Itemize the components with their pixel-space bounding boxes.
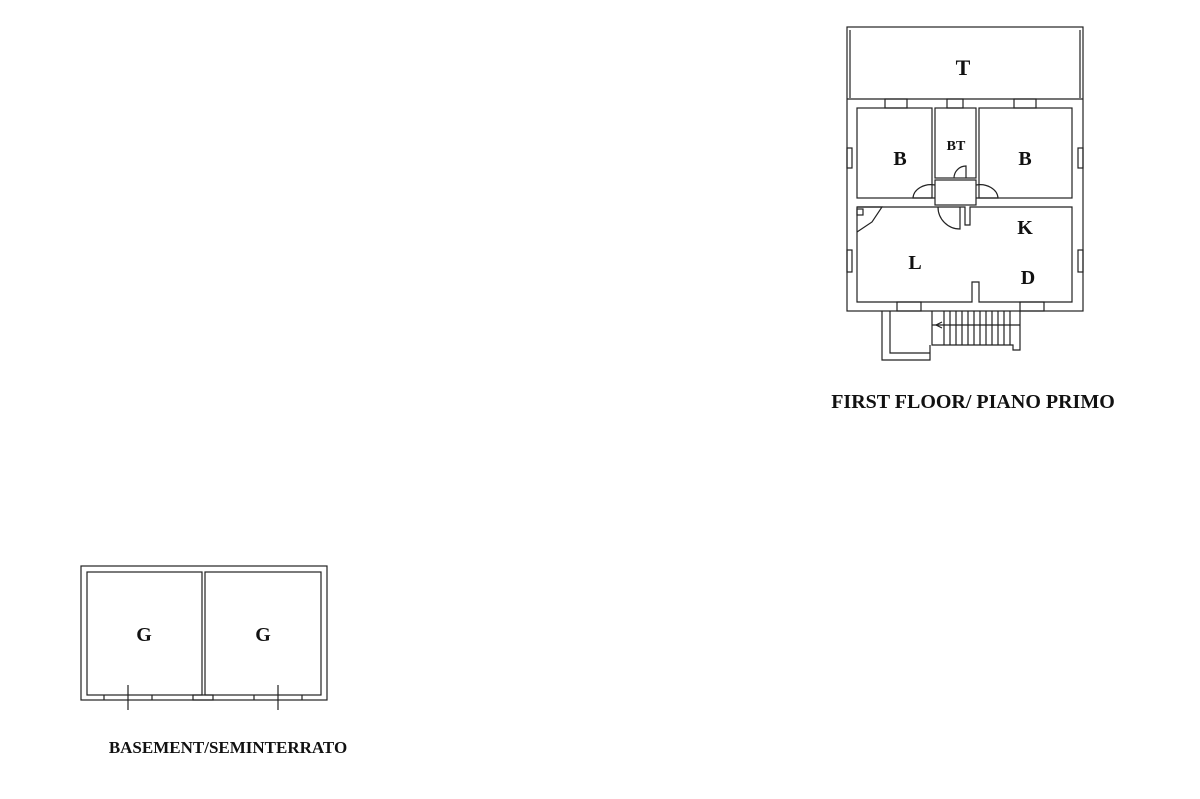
room-label-garage-left: G <box>136 624 152 646</box>
room-label-kitchen: K <box>1017 217 1033 239</box>
hallway <box>934 179 977 206</box>
door-arc <box>975 184 999 199</box>
room-label-terrace: T <box>956 55 971 80</box>
room-label-dining: D <box>1021 267 1035 289</box>
room-label-garage-right: G <box>255 624 271 646</box>
first-floor-title: FIRST FLOOR/ PIANO PRIMO <box>831 391 1115 413</box>
room-label-bedroom-right: B <box>1018 148 1031 170</box>
room-label-bedroom-left: B <box>893 148 906 170</box>
basement-plan: G G BASEMENT/SEMINTERRATO <box>80 565 347 757</box>
door-arc <box>912 184 936 199</box>
garage-right-outline <box>204 571 322 696</box>
basement-title: BASEMENT/SEMINTERRATO <box>109 738 347 757</box>
outer-wall <box>846 26 1084 312</box>
garage-left-outline <box>86 571 203 696</box>
stairs <box>881 311 1021 361</box>
vent <box>192 694 214 701</box>
outer-wall <box>80 565 328 701</box>
living-kitchen-outline <box>856 206 1073 303</box>
windows <box>846 98 1084 312</box>
door-arc <box>953 165 967 179</box>
door-arc <box>937 206 961 230</box>
room-label-living: L <box>908 252 921 274</box>
room-label-bathroom: BT <box>947 139 966 154</box>
first-floor-plan: T BT B B K L D FIRST FLOOR/ PIANO PRIMO <box>831 26 1115 413</box>
